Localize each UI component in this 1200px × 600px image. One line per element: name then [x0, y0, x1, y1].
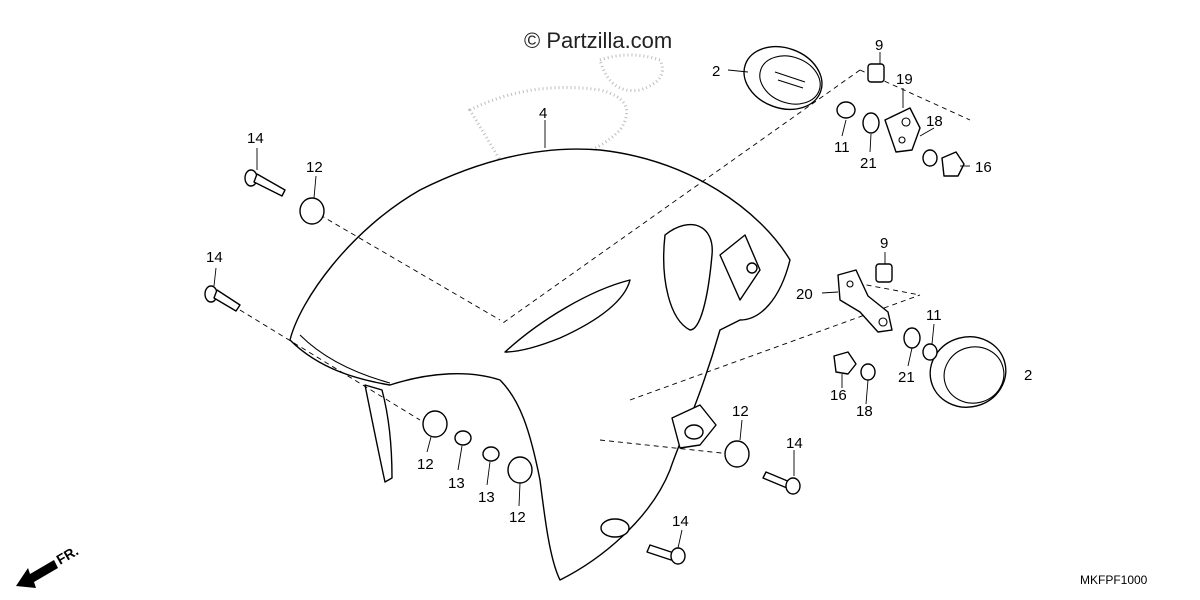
callout-11[interactable]: 11: [834, 139, 850, 156]
bolt-bottom: [646, 544, 686, 565]
callout-16[interactable]: 16: [975, 159, 992, 176]
leader-lines: [213, 52, 970, 549]
reflector-lower: [929, 336, 1007, 408]
callout-16[interactable]: 16: [830, 387, 847, 404]
bolt-mid-left: [204, 285, 241, 312]
callout-9[interactable]: 9: [880, 235, 888, 252]
callout-14[interactable]: 14: [206, 249, 223, 266]
callout-18[interactable]: 18: [856, 403, 873, 420]
callout-14[interactable]: 14: [786, 435, 803, 452]
callout-9[interactable]: 9: [875, 37, 883, 54]
callout-11[interactable]: 11: [926, 307, 942, 324]
callout-2[interactable]: 2: [1024, 367, 1032, 384]
diagram-code: MKFPF1000: [1080, 573, 1148, 587]
callout-18[interactable]: 18: [926, 113, 943, 130]
upper-stay-hardware: [836, 63, 965, 177]
callout-20[interactable]: 20: [796, 286, 813, 303]
callout-12[interactable]: 12: [732, 403, 749, 420]
bolts: [204, 169, 801, 565]
reflector-upper: [743, 45, 823, 111]
callout-21[interactable]: 21: [860, 155, 877, 172]
grommets: [299, 197, 750, 484]
callout-13[interactable]: 13: [448, 475, 465, 492]
lower-stay-hardware: [833, 263, 938, 381]
callout-12[interactable]: 12: [509, 509, 526, 526]
partzilla-watermark: © Partzilla.com: [524, 28, 672, 53]
direction-label: FR.: [54, 542, 82, 567]
front-direction-arrow: [16, 560, 58, 588]
callout-21[interactable]: 21: [898, 369, 915, 386]
bolt-upper-left: [244, 169, 286, 197]
callout-4[interactable]: 4: [539, 105, 547, 122]
callout-14[interactable]: 14: [672, 513, 689, 530]
front-fender: [289, 148, 791, 581]
callout-13[interactable]: 13: [478, 489, 495, 506]
callout-12[interactable]: 12: [306, 159, 323, 176]
bolt-right: [762, 471, 801, 495]
callout-12[interactable]: 12: [417, 456, 434, 473]
callout-2[interactable]: 2: [712, 63, 720, 80]
callout-19[interactable]: 19: [896, 71, 913, 88]
callout-labels: 4 2 9 19 18 11 21 16 14 12 14 9 20 11 2 …: [206, 37, 1032, 530]
callout-14[interactable]: 14: [247, 130, 264, 147]
